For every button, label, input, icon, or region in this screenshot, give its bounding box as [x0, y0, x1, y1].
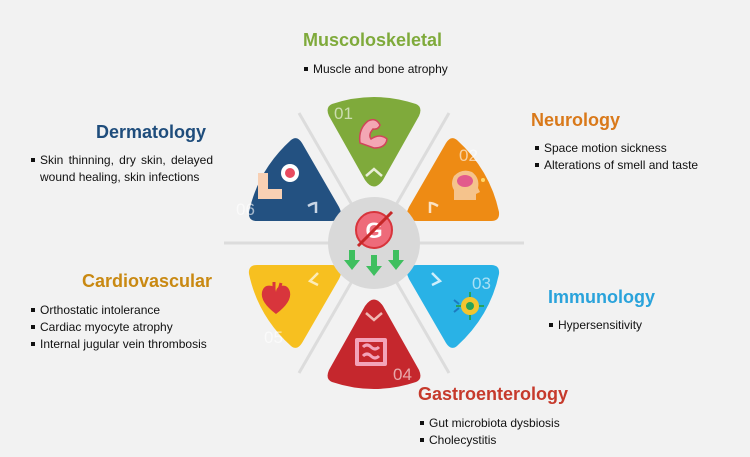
- corner-mark-icon: [431, 272, 443, 287]
- corner-mark-icon: [307, 272, 319, 287]
- list-musculoskeletal: Muscle and bone atrophy: [304, 61, 448, 78]
- segment-06-number: 06: [236, 200, 255, 219]
- center-hub: G: [328, 197, 420, 289]
- list-item: Cardiac myocyte atrophy: [31, 319, 213, 336]
- flexed-arm-icon: [358, 118, 388, 149]
- title-dermatology: Dermatology: [96, 122, 207, 142]
- heart-icon: [261, 282, 291, 314]
- segment-04-shape: [327, 299, 421, 389]
- list-dermatology: Skin thinning, dry skin, delayed wound h…: [31, 152, 213, 186]
- corner-mark-icon: [428, 201, 439, 213]
- list-item: Skin thinning, dry skin, delayed wound h…: [31, 152, 213, 186]
- title-cardiovascular: Cardiovascular: [82, 271, 213, 291]
- segment-06-dermatology: 06: [236, 138, 342, 221]
- segment-03-shape: [406, 265, 500, 348]
- list-item: Alterations of smell and taste: [535, 157, 716, 174]
- title-gastroenterology: Gastroenterology: [418, 384, 569, 404]
- intestine-icon: [355, 338, 387, 366]
- down-arrows-icon: [344, 250, 404, 276]
- list-item: Muscle and bone atrophy: [304, 61, 448, 78]
- title-immunology: Immunology: [548, 287, 655, 307]
- segment-04-gastroenterology: 04: [327, 299, 421, 389]
- list-immunology: Hypersensitivity: [549, 317, 642, 334]
- segment-03-number: 03: [472, 274, 491, 293]
- corner-mark-icon: [307, 201, 318, 213]
- segment-05-shape: [248, 265, 342, 348]
- list-gastroenterology: Gut microbiota dysbiosis Cholecystitis: [420, 415, 560, 449]
- list-item: Hypersensitivity: [549, 317, 642, 334]
- list-neurology: Space motion sickness Alterations of sme…: [535, 140, 716, 174]
- title-neurology: Neurology: [531, 110, 621, 130]
- segment-01-musculoskeletal: 01: [327, 97, 421, 187]
- segment-02-number: 02: [459, 146, 478, 165]
- segment-02-neurology: 02: [406, 138, 500, 221]
- list-item: Cholecystitis: [420, 432, 560, 449]
- skin-lotion-icon: [258, 164, 299, 199]
- chevron-up-icon: [365, 167, 383, 177]
- chevron-down-icon: [365, 312, 383, 322]
- no-gravity-icon: G: [355, 210, 394, 249]
- segment-01-number: 01: [334, 104, 353, 123]
- segment-04-number: 04: [393, 365, 412, 384]
- list-item: Orthostatic intolerance: [31, 302, 213, 319]
- list-item: Gut microbiota dysbiosis: [420, 415, 560, 432]
- segment-05-cardiovascular: 05: [248, 265, 342, 348]
- list-cardiovascular: Orthostatic intolerance Cardiac myocyte …: [31, 302, 213, 353]
- head-brain-icon: [452, 170, 485, 200]
- title-musculoskeletal: Muscoloskeletal: [303, 30, 443, 50]
- virus-cell-icon: [453, 292, 484, 320]
- segment-03-immunology: 03: [406, 265, 500, 348]
- list-item: Space motion sickness: [535, 140, 716, 157]
- segment-05-number: 05: [264, 328, 283, 347]
- list-item: Internal jugular vein thrombosis: [31, 336, 213, 353]
